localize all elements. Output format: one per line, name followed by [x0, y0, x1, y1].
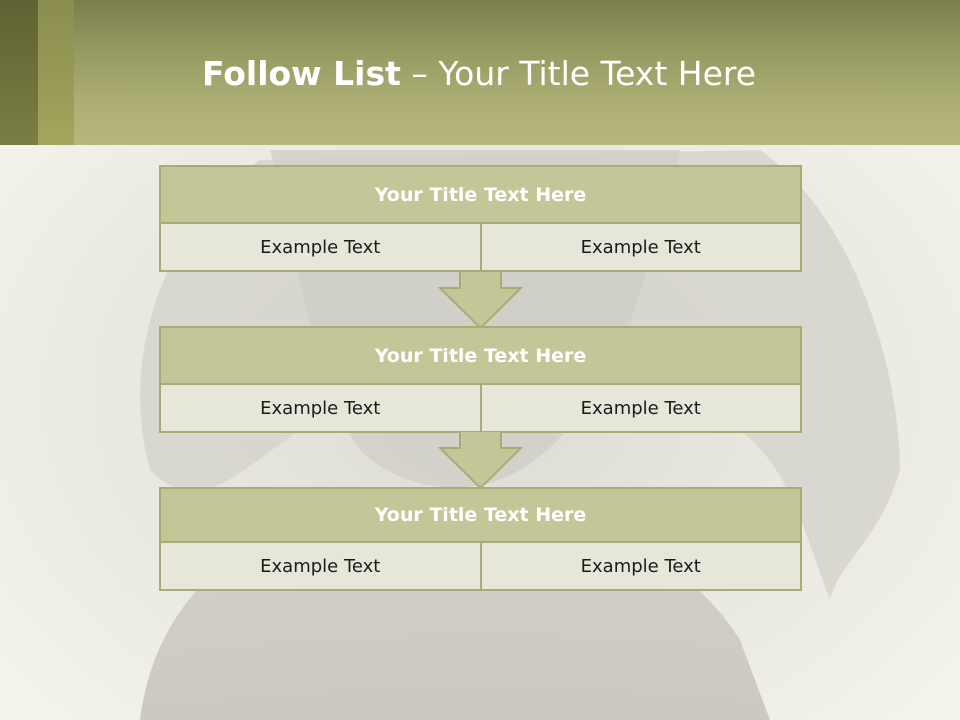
step-cell: Example Text — [161, 224, 480, 270]
header-accent-strip-dark — [0, 0, 38, 145]
step-row: Example Text Example Text — [161, 224, 800, 270]
step-row: Example Text Example Text — [161, 385, 800, 431]
step-cell: Example Text — [479, 543, 800, 589]
step-cell: Example Text — [161, 543, 480, 589]
title-bar: Follow List – Your Title Text Here — [0, 0, 960, 145]
step-title: Your Title Text Here — [161, 489, 800, 543]
step-cell: Example Text — [161, 385, 480, 431]
slide-title: Follow List – Your Title Text Here — [202, 54, 756, 98]
step-row: Example Text Example Text — [161, 543, 800, 589]
step-cell: Example Text — [479, 224, 800, 270]
step-title: Your Title Text Here — [161, 328, 800, 385]
down-arrow-icon — [438, 431, 523, 490]
title-rest-text: – Your Title Text Here — [400, 54, 757, 93]
step-cell: Example Text — [479, 385, 800, 431]
step-title: Your Title Text Here — [161, 167, 800, 224]
step-box-1: Your Title Text Here Example Text Exampl… — [159, 165, 802, 272]
down-arrow-icon — [438, 271, 523, 330]
title-bold-text: Follow List — [202, 54, 401, 93]
header-accent-strip-light — [38, 0, 74, 145]
step-box-3: Your Title Text Here Example Text Exampl… — [159, 487, 802, 591]
step-box-2: Your Title Text Here Example Text Exampl… — [159, 326, 802, 433]
